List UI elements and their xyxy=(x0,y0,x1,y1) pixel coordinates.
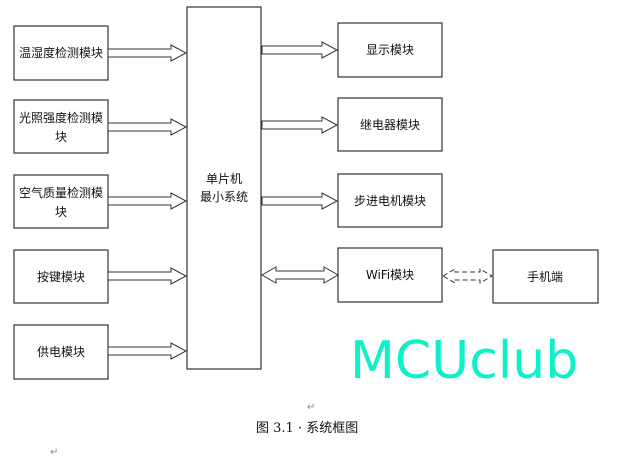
box-label: 手机端 xyxy=(527,270,563,284)
box-label: 块 xyxy=(55,205,67,219)
box-label: 温湿度检测模块 xyxy=(19,45,103,60)
box-label: 光照强度检测模 xyxy=(19,110,103,125)
output-arrows xyxy=(260,41,493,284)
arrow-right xyxy=(107,44,188,62)
box-label: 供电模块 xyxy=(37,345,85,359)
box-label: 步进电机模块 xyxy=(354,194,426,208)
watermark: MCUclub xyxy=(350,331,578,391)
output-relay: 继电器模块 xyxy=(337,97,443,152)
input-keys: 按键模块 xyxy=(13,249,109,304)
box-label: 空气质量检测模 xyxy=(19,185,103,200)
arrow-dashed-bidirectional xyxy=(442,268,493,284)
box-label: 块 xyxy=(55,130,67,144)
figure-caption: 图 3.1 · 系统框图 xyxy=(256,421,358,436)
input-air-quality: 空气质量检测模 块 xyxy=(13,174,109,229)
arrow-right xyxy=(261,116,339,134)
input-light: 光照强度检测模 块 xyxy=(13,99,109,154)
wifi-module: WiFi模块 xyxy=(337,247,443,303)
output-display: 显示模块 xyxy=(337,22,443,78)
arrow-right xyxy=(107,342,188,360)
output-stepper: 步进电机模块 xyxy=(337,173,443,228)
input-temp-humidity: 温湿度检测模块 xyxy=(13,25,109,81)
arrow-bidirectional xyxy=(260,266,340,284)
box-label: 单片机 xyxy=(206,172,242,186)
box-label: 最小系统 xyxy=(200,190,248,204)
mcu-minimum-system: 单片机 最小系统 xyxy=(186,6,262,370)
input-arrows xyxy=(107,44,188,360)
arrow-right xyxy=(107,267,188,285)
phone-end: 手机端 xyxy=(492,249,599,304)
paragraph-mark: ↵ xyxy=(50,447,58,458)
arrow-right xyxy=(261,192,339,210)
arrow-right xyxy=(107,192,188,210)
arrow-right xyxy=(107,118,188,136)
box-label: 继电器模块 xyxy=(360,118,420,132)
box-label: 按键模块 xyxy=(37,270,85,284)
input-power: 供电模块 xyxy=(13,324,109,380)
box-label: 显示模块 xyxy=(366,43,414,57)
box-label: WiFi模块 xyxy=(366,268,414,282)
paragraph-mark: ↵ xyxy=(307,402,315,413)
arrow-right xyxy=(261,41,339,59)
